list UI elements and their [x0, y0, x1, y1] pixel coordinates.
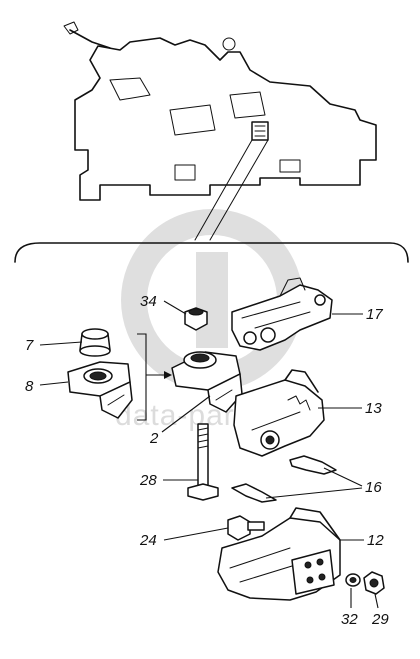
callout-labels: 34 17 7 8 13 2 28 16 24 12 32 29: [25, 293, 389, 628]
part-34-nut: [184, 307, 208, 331]
part-8-cushion: [67, 361, 133, 419]
leader-2: [161, 395, 211, 433]
group-arrowhead: [164, 371, 172, 379]
part-28-bolt: [187, 423, 219, 501]
part-32-washer: [345, 573, 361, 587]
engine-detail: [109, 77, 266, 136]
leader-16b: [265, 487, 363, 499]
part-24-bolt: [227, 515, 265, 541]
leader-7: [39, 341, 83, 346]
callout-24: 24: [139, 532, 157, 549]
callout-34: 34: [140, 293, 157, 310]
group-bracket: [137, 333, 147, 421]
leader-34: [163, 300, 187, 315]
callout-16: 16: [365, 479, 382, 496]
part-16-shims: [231, 455, 337, 503]
engine-assembly: [63, 21, 377, 201]
engine-outline: [74, 37, 377, 201]
leader-16a: [323, 467, 363, 487]
callout-12: 12: [367, 532, 384, 549]
part-2-cushion: [171, 351, 243, 413]
callout-13: 13: [365, 400, 382, 417]
callout-28: 28: [139, 472, 157, 489]
leader-29: [374, 593, 379, 609]
callout-2: 2: [149, 430, 159, 447]
detail-bracket: [14, 242, 409, 263]
watermark-bar: [196, 252, 228, 348]
part-12-frame-bracket: [217, 507, 341, 601]
callout-29: 29: [371, 611, 389, 628]
lifting-eye: [222, 37, 236, 51]
part-13-lower-bracket: [233, 369, 325, 457]
shift-lever: [69, 29, 111, 49]
callout-7: 7: [25, 337, 34, 354]
part-29-nut: [363, 571, 385, 595]
leader-8: [39, 381, 69, 386]
leader-lines: [39, 300, 379, 609]
lever-knob: [63, 21, 79, 35]
callout-17: 17: [366, 306, 383, 323]
part-7-bushing: [79, 328, 111, 357]
part-17-upper-bracket: [231, 277, 333, 351]
mount-marker-detail: [254, 125, 266, 137]
leader-24: [163, 527, 229, 541]
callout-8: 8: [25, 378, 34, 395]
zoom-lines: [194, 139, 269, 241]
engine-detail-2: [174, 159, 301, 181]
callout-32: 32: [341, 611, 358, 628]
